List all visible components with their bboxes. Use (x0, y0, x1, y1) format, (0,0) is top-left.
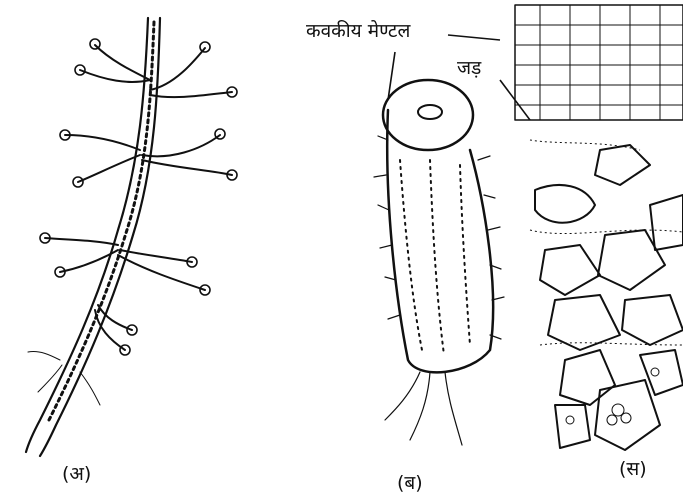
caption-b: (ब) (397, 472, 423, 494)
fungal-mantle-label: कवकीय मेण्टल (306, 20, 410, 42)
leader-line-mantle (448, 35, 500, 40)
mantle-cell-pattern (515, 5, 683, 120)
caption-a: (अ) (62, 463, 91, 485)
caption-c: (स) (619, 458, 647, 480)
mantle-cross-section (383, 80, 473, 150)
cortical-cells (535, 145, 683, 450)
mantle-hyphae-right (478, 156, 504, 339)
main-root-outline-right (40, 18, 160, 456)
main-root-outline-left (26, 18, 148, 452)
panel-c-cell-section (515, 5, 683, 450)
root-label: जड़ (457, 57, 481, 79)
root-tips (40, 39, 237, 355)
panel-a-branched-root (26, 18, 237, 456)
fine-hyphae (28, 352, 100, 405)
mantle-texture (400, 160, 470, 355)
vascular-core (418, 105, 442, 119)
panel-b-mantled-root (374, 80, 504, 445)
cell-contents (566, 368, 659, 425)
root-hair-hyphae (385, 372, 462, 445)
branch-cluster-upper (80, 45, 232, 97)
branch-cluster-lower (45, 238, 205, 290)
